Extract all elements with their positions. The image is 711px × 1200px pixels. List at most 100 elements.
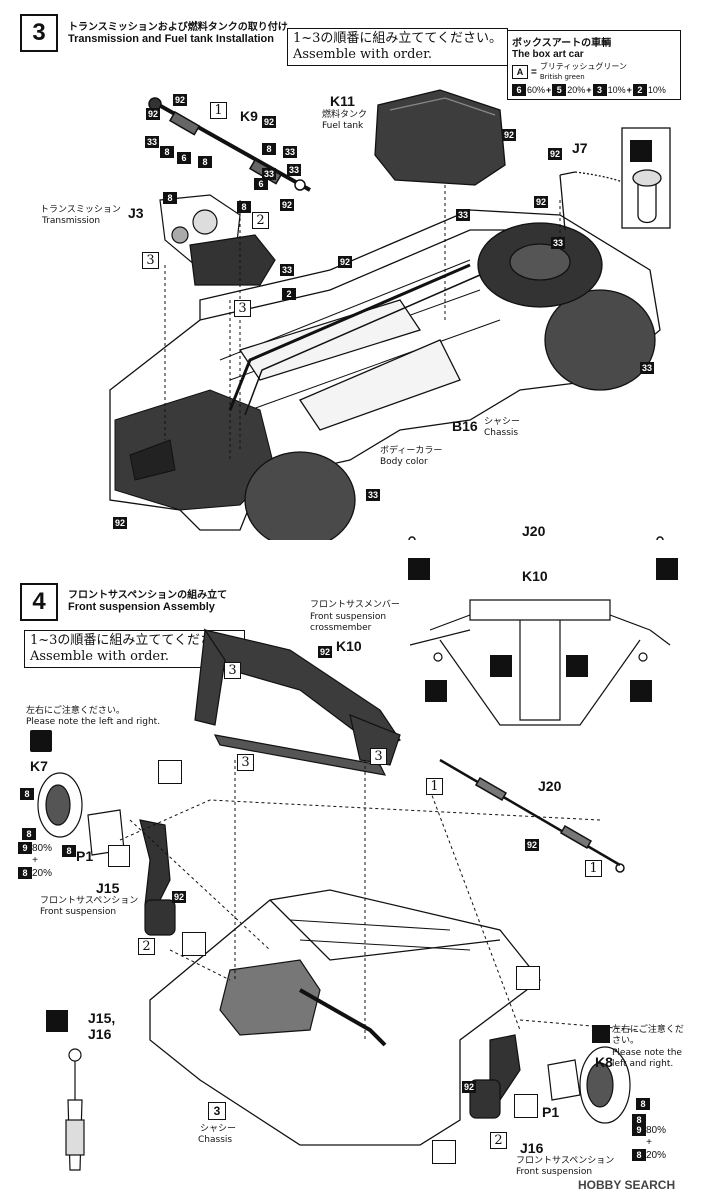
part-j7-label: J7 (572, 140, 588, 156)
mix-code: 3 (592, 84, 607, 96)
paint-badge: 92 (462, 1081, 477, 1093)
installed-transmission (219, 959, 387, 1047)
order-marker: 3 (370, 748, 387, 765)
paint-badge: 8 (20, 788, 34, 800)
paint-badge: 92 (113, 517, 128, 529)
boxart-title-jp: ボックスアートの車輌 (512, 38, 612, 49)
step-4-number: 4 (20, 583, 58, 621)
paint-badge: 2 (282, 288, 296, 300)
oil-pan-drawing (189, 234, 276, 286)
order-marker: 2 (252, 212, 269, 229)
right-suspension-j16 (469, 1034, 521, 1119)
note-k8-en: Please note the left and right. (612, 1048, 682, 1069)
part-j3-jp: トランスミッション (40, 205, 121, 215)
paint-badge: 92 (262, 116, 277, 128)
paint-brush-icon (30, 730, 52, 752)
part-j15-en: Front suspension (40, 907, 117, 917)
glue-icon (425, 680, 447, 702)
part-k10-top-label: K10 (522, 568, 548, 584)
boxart-title-en: The box art car (512, 49, 584, 60)
paint-badge: 8 (198, 156, 212, 168)
chassis-floor-dark (114, 389, 276, 511)
part-b16-en: Chassis (484, 428, 519, 438)
rear-wheel-well (244, 289, 656, 540)
cut-icon (182, 932, 206, 956)
mix-plus: + (626, 85, 632, 95)
order-marker: 1 (426, 778, 443, 795)
order-note-jp: 1~3の順番に組み立ててください。 (30, 633, 240, 648)
step-3-illustration (109, 89, 671, 540)
paint-badge: 33 (287, 164, 302, 176)
tie-rod-j20 (439, 758, 625, 873)
paint-badge: 6 (254, 178, 268, 190)
glue-icon (656, 558, 678, 580)
paint-badge: 92 (534, 196, 549, 208)
paint-badge: 92 (318, 646, 333, 658)
part-j3-label: J3 (128, 205, 144, 221)
note-k8-jp: 左右にご注意ください。 (612, 1025, 684, 1046)
order-marker: 3 (237, 754, 254, 771)
exhaust-line (228, 263, 481, 416)
cut-icon (432, 1140, 456, 1164)
note-left-right-en: Please note the left and right. (26, 717, 161, 727)
paint-badge: 33 (640, 362, 655, 374)
mix-pct: 10% (607, 85, 626, 95)
part-j15-j16-label: J15, J16 (88, 1010, 116, 1042)
step-4-title-jp: フロントサスペンションの組み立て (68, 590, 228, 601)
spare-tire-drawing (477, 222, 603, 308)
paint-badge: 8 (636, 1098, 650, 1110)
order-marker: 2 (490, 1132, 507, 1149)
order-marker: 3 (142, 252, 159, 269)
part-p1-right-label: P1 (542, 1104, 560, 1120)
step-3-number: 3 (20, 14, 58, 52)
glue-icon (408, 558, 430, 580)
part-b16-jp: シャシー (484, 417, 521, 427)
crossmember-k10-outline (409, 599, 671, 726)
order-note-jp: 1~3の順番に組み立ててください。 (293, 31, 503, 46)
body-color-en: Body color (380, 457, 428, 467)
paint-badge: 92 (502, 129, 517, 141)
glue-icon (630, 140, 652, 162)
part-j15-jp: フロントサスペンション (40, 896, 139, 906)
chassis-ref-number: 3 (208, 1102, 226, 1120)
paint-badge: 8 (22, 828, 36, 840)
part-k11-label: K11 (330, 93, 355, 109)
paint-badge: 8 (62, 845, 76, 857)
mix-pct: 60% (527, 85, 546, 95)
paint-badge: 33 (280, 264, 295, 276)
mix-code: 9 (632, 1124, 646, 1136)
step-3-title-en: Transmission and Fuel tank Installation (68, 33, 274, 45)
mix-pct: 20% (567, 85, 586, 95)
order-marker: 1 (210, 102, 227, 119)
step-3-order-note: 1~3の順番に組み立ててください。 Assemble with order. (287, 28, 509, 66)
mix-code: 8 (632, 1149, 646, 1161)
watermark: HOBBY SEARCH (578, 1178, 676, 1192)
paint-badge: 8 (160, 146, 174, 158)
order-marker: 3 (224, 662, 241, 679)
boxart-color-en: British green (539, 73, 585, 81)
paint-badge: 92 (172, 891, 187, 903)
part-j3-en: Transmission (42, 216, 101, 226)
part-k10-label: K10 (336, 638, 362, 654)
left-suspension-j15 (139, 819, 176, 936)
paint-badge: 8 (237, 201, 251, 213)
mix-code: 6 (512, 84, 526, 96)
part-j20-label: J20 (538, 778, 562, 794)
crossmember-drawing (194, 628, 401, 776)
mix-code: 5 (552, 84, 567, 96)
mix-pct: 80% (32, 843, 53, 854)
cut-icon (516, 966, 540, 990)
cut-icon (158, 760, 182, 784)
mix-plus: + (586, 85, 592, 95)
boxart-mix-row: 6 60% + 5 20% + 3 10% + 2 10% (512, 84, 676, 96)
mix-plus: + (646, 1137, 652, 1148)
glue-icon (490, 655, 512, 677)
order-marker: 3 (234, 300, 251, 317)
mix-pct: 20% (646, 1150, 667, 1161)
crossmember-en1: Front suspension (310, 612, 387, 622)
cut-icon (108, 845, 130, 867)
step-4-leader-lines (119, 760, 641, 1040)
part-k9-label: K9 (240, 108, 258, 124)
